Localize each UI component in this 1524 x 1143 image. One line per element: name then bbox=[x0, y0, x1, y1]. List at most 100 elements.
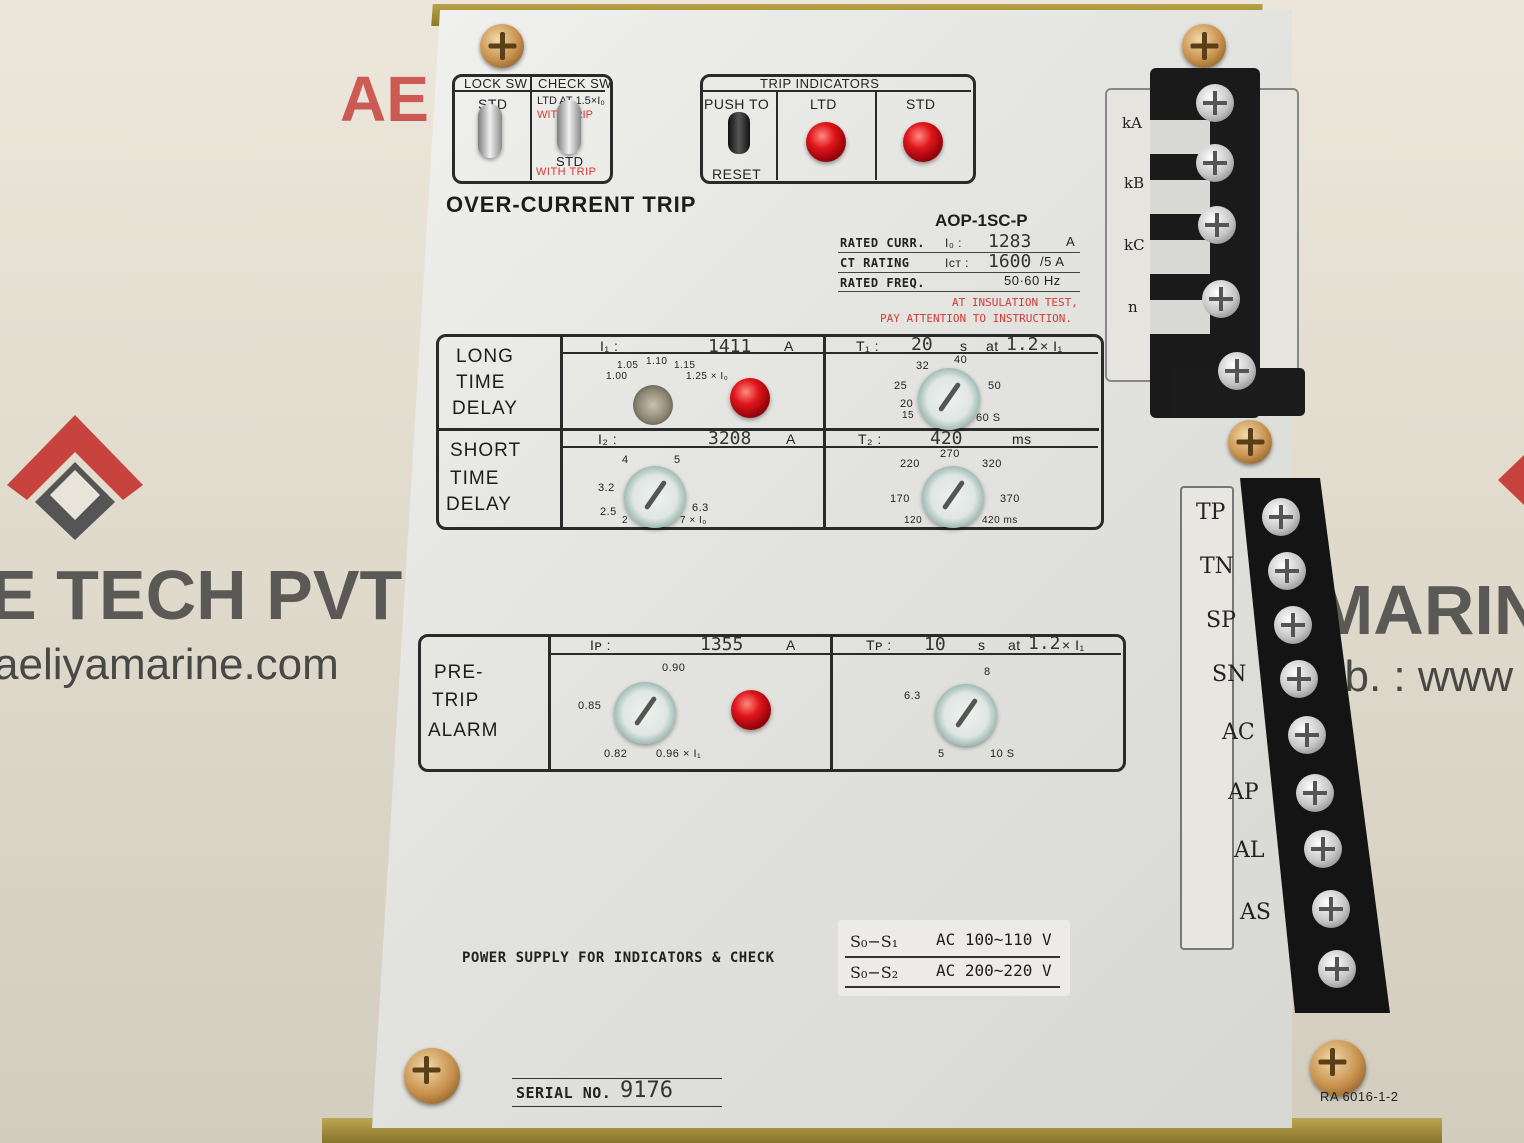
power-s1-terminals: S₀−S₁ bbox=[850, 932, 899, 951]
pre-trip-ip-scale-mark: 0.85 bbox=[578, 700, 602, 712]
push-to-label: PUSH TO bbox=[704, 96, 770, 112]
pre-trip-ip-value: 1355 bbox=[700, 634, 744, 655]
switch-divider bbox=[530, 76, 532, 180]
pre-trip-tp-value: 10 bbox=[924, 634, 946, 655]
terminal-screw-icon[interactable] bbox=[1198, 206, 1236, 244]
reset-label: RESET bbox=[712, 166, 762, 182]
ltd-t1-scale-mark: 60 S bbox=[976, 412, 1001, 424]
std-t2-unit: ms bbox=[1012, 431, 1032, 447]
rated-curr-unit: A bbox=[1066, 234, 1076, 249]
std-t2-symbol: T₂ : bbox=[858, 431, 882, 447]
ct-rating-unit: /5 A bbox=[1040, 254, 1065, 269]
std-t2-value: 420 bbox=[930, 428, 963, 449]
ltd-t1-at: at bbox=[986, 338, 999, 354]
ltd-t1-value: 20 bbox=[911, 334, 933, 355]
terminal-screw-icon[interactable] bbox=[1312, 890, 1350, 928]
std-i2-value: 3208 bbox=[708, 428, 752, 449]
ltd-t1-dial[interactable] bbox=[918, 368, 980, 430]
std-label-line-3: DELAY bbox=[446, 494, 512, 515]
serial-rule bbox=[512, 1106, 722, 1107]
terminal-screw-icon[interactable] bbox=[1196, 144, 1234, 182]
pre-trip-ip-scale-mark: 0.96 × I₁ bbox=[656, 748, 702, 760]
delay-mid-divider bbox=[823, 334, 826, 528]
ltd-i1-scale-mark: 1.25 × I₀ bbox=[686, 371, 729, 382]
panel-screw-icon bbox=[1310, 1040, 1366, 1096]
ltd-t1-scale-mark: 40 bbox=[954, 354, 968, 366]
watermark-logo bbox=[7, 415, 143, 540]
terminal-label-ap: AP bbox=[1228, 780, 1259, 805]
std-i2-scale-mark: 2.5 bbox=[600, 506, 617, 518]
ltd-i1-symbol: I₁ : bbox=[600, 338, 619, 354]
power-s1-voltage: AC 100~110 V bbox=[936, 930, 1052, 949]
std-t2-scale-mark: 420 ms bbox=[982, 515, 1018, 526]
terminal-screw-icon[interactable] bbox=[1202, 280, 1240, 318]
pre-trip-label-line-3: ALARM bbox=[428, 720, 499, 741]
power-rule bbox=[845, 956, 1060, 958]
ct-rating-label: CT RATING bbox=[840, 256, 910, 270]
ltd-indicator-label: LTD bbox=[810, 96, 837, 112]
ltd-t1-symbol: T₁ : bbox=[856, 338, 880, 354]
ltd-label-line-1: LONG bbox=[456, 346, 514, 367]
rating-rule bbox=[838, 272, 1080, 273]
reset-push-button[interactable] bbox=[728, 112, 750, 154]
watermark-company-right: MARIN bbox=[1315, 571, 1524, 649]
watermark-logo-partial bbox=[1498, 455, 1524, 505]
pre-trip-ip-scale-mark: 0.82 bbox=[604, 748, 628, 760]
terminal-screw-icon[interactable] bbox=[1262, 498, 1300, 536]
delay-label-divider bbox=[560, 334, 563, 528]
ltd-i1-rotary-selector[interactable] bbox=[633, 385, 673, 425]
lock-sw-label: LOCK SW bbox=[464, 76, 528, 91]
power-s2-voltage: AC 200~220 V bbox=[936, 961, 1052, 980]
lock-toggle-switch[interactable] bbox=[478, 104, 502, 158]
std-t2-dial[interactable] bbox=[922, 466, 984, 528]
ltd-i1-scale-mark: 1.15 bbox=[674, 360, 696, 371]
panel-screw-icon bbox=[1182, 24, 1226, 68]
pre-trip-alarm-block bbox=[418, 634, 1126, 772]
serial-number: 9176 bbox=[620, 1078, 673, 1103]
top-terminal-labels: kA kB kC n bbox=[1118, 92, 1158, 372]
terminal-label-al: AL bbox=[1234, 838, 1265, 863]
pre-trip-tp-scale-mark: 6.3 bbox=[904, 690, 921, 702]
terminal-screw-icon[interactable] bbox=[1304, 830, 1342, 868]
ltd-t1-scale-mark: 25 bbox=[894, 380, 908, 392]
bottom-terminal-label-strip bbox=[1180, 486, 1234, 950]
check-toggle-switch[interactable] bbox=[557, 100, 581, 154]
std-i2-scale-mark: 3.2 bbox=[598, 482, 615, 494]
terminal-screw-icon[interactable] bbox=[1274, 606, 1312, 644]
terminal-screw-icon[interactable] bbox=[1280, 660, 1318, 698]
terminal-screw-icon[interactable] bbox=[1218, 352, 1256, 390]
serial-rule bbox=[512, 1078, 722, 1079]
terminal-screw-icon[interactable] bbox=[1196, 84, 1234, 122]
terminal-label-kb: kB bbox=[1124, 174, 1145, 192]
rating-rule bbox=[838, 252, 1080, 253]
ltd-t1-unit: s bbox=[960, 338, 968, 354]
std-i2-scale-mark: 7 × I₀ bbox=[680, 515, 707, 526]
ltd-i1-scale-mark: 1.00 bbox=[606, 371, 628, 382]
terminal-screw-icon[interactable] bbox=[1268, 552, 1306, 590]
std-t2-scale-mark: 370 bbox=[1000, 493, 1020, 505]
switch-header-line bbox=[455, 90, 605, 92]
rated-freq-value: 50·60 Hz bbox=[1004, 273, 1061, 288]
pre-trip-ip-dial[interactable] bbox=[614, 682, 676, 744]
terminal-screw-icon[interactable] bbox=[1318, 950, 1356, 988]
terminal-label-kc: kC bbox=[1124, 236, 1145, 254]
power-supply-label-card bbox=[838, 920, 1070, 996]
panel-screw-icon bbox=[480, 24, 524, 68]
std-i2-scale-mark: 4 bbox=[622, 454, 629, 466]
terminal-screw-icon[interactable] bbox=[1296, 774, 1334, 812]
pre-trip-tp-dial[interactable] bbox=[935, 684, 997, 746]
std-i2-dial[interactable] bbox=[624, 466, 686, 528]
watermark-fragment-left: AE bbox=[340, 63, 429, 135]
terminal-screw-icon[interactable] bbox=[1288, 716, 1326, 754]
std-label-line-1: SHORT bbox=[450, 440, 522, 461]
terminal-label-tp: TP bbox=[1196, 500, 1226, 525]
ltd-i1-unit: A bbox=[784, 338, 794, 354]
pre-trip-tp-multiplier: 1.2 bbox=[1028, 633, 1061, 654]
pre-trip-tp-unit: s bbox=[978, 637, 986, 653]
ltd-t1-scale-mark: 32 bbox=[916, 360, 930, 372]
check-std-label: STD bbox=[556, 154, 584, 169]
std-i2-symbol: I₂ : bbox=[598, 431, 618, 447]
std-i2-scale-mark: 5 bbox=[674, 454, 681, 466]
pre-trip-label-line-2: TRIP bbox=[432, 690, 480, 711]
ltd-t1-scale-mark: 20 bbox=[900, 398, 914, 410]
